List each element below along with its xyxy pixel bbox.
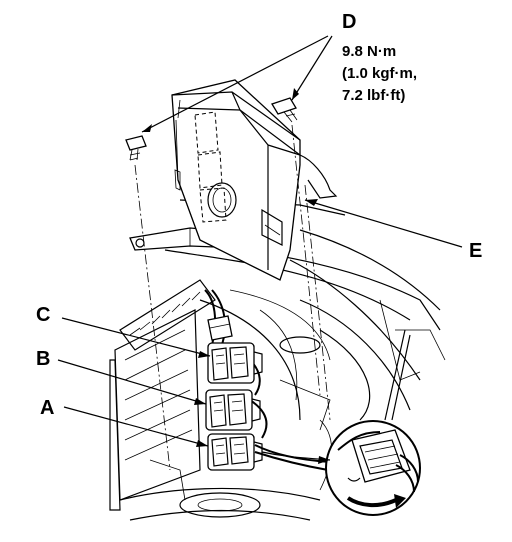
engine-bay-structure — [149, 199, 446, 491]
callout-d: D — [342, 11, 356, 33]
torque-spec-line1: 9.8 N·m — [342, 43, 396, 60]
bolt-left — [125, 135, 147, 161]
connector-c — [207, 342, 263, 384]
alignment-lines — [134, 124, 331, 471]
torque-spec-line2: (1.0 kgf·m, — [342, 65, 417, 82]
connector-a — [207, 433, 263, 471]
bolt-right — [271, 97, 298, 123]
callout-a: A — [40, 397, 54, 419]
ecm-unit — [171, 79, 338, 281]
callout-c: C — [36, 304, 50, 326]
leader-lines — [57, 35, 463, 464]
connector-b — [205, 389, 261, 431]
torque-spec-line3: 7.2 lbf·ft) — [342, 87, 405, 104]
engine-block — [109, 279, 321, 521]
callout-labels: D 9.8 N·m (1.0 kgf·m, 7.2 lbf·ft) E C B … — [36, 11, 482, 419]
callout-b: B — [36, 348, 50, 370]
detail-inset — [325, 420, 421, 516]
callout-e: E — [469, 240, 482, 262]
